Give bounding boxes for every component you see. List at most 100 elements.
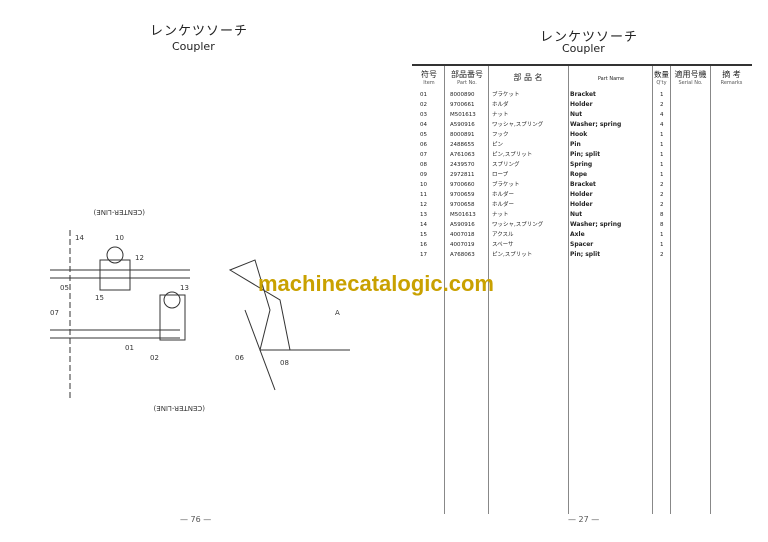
cell-part-no: A761063 (450, 152, 475, 158)
cell-part-no: 9700659 (450, 192, 475, 198)
cell-name-jp: ピン,スプリット (492, 252, 533, 258)
page-number: — 76 — (180, 515, 212, 524)
center-line-label: (CENTER-LINE) (153, 404, 205, 412)
header-part-name: Part Name (597, 76, 625, 82)
cell-part-no: 4007019 (450, 242, 475, 248)
cell-name: Holder (570, 191, 593, 198)
cell-part-no: M501613 (450, 112, 476, 118)
callout: 10 (115, 234, 124, 242)
callout: 08 (280, 359, 289, 367)
cell-qty: 1 (660, 132, 664, 138)
cell-name-jp: ナット (492, 112, 509, 118)
cell-part-no: M501613 (450, 212, 476, 218)
cell-item: 15 (420, 232, 427, 238)
cell-qty: 1 (660, 232, 664, 238)
callout: 15 (95, 294, 104, 302)
cell-part-no: A590916 (450, 122, 475, 128)
cell-name-jp: ブラケット (492, 92, 520, 98)
cell-part-no: 2972811 (450, 172, 475, 178)
cell-part-no: 8000890 (450, 92, 475, 98)
cell-name: Pin (570, 141, 581, 148)
cell-item: 17 (420, 252, 427, 258)
cell-item: 13 (420, 212, 427, 218)
cell-name: Spacer (570, 241, 594, 248)
view-label: A (335, 309, 340, 317)
cell-item: 03 (420, 112, 427, 118)
cell-item: 01 (420, 92, 427, 98)
cell-part-no: 4007018 (450, 232, 475, 238)
cell-name-jp: ナット (492, 212, 509, 218)
cell-name: Pin; split (570, 251, 601, 258)
cell-name-jp: ピン,スプリット (492, 152, 533, 158)
center-line-label: (CENTER-LINE) (93, 208, 145, 216)
cell-name-jp: フック (492, 132, 509, 138)
cell-name: Rope (570, 171, 588, 178)
cell-part-no: 9700658 (450, 202, 475, 208)
cell-qty: 4 (660, 112, 664, 118)
table-row: 14 A590916 ワッシャ,スプリング Washer; spring 8 (412, 220, 752, 230)
cell-part-no: 2488655 (450, 142, 475, 148)
page-number: — 27 — (568, 515, 600, 524)
coupler-diagram: 14 10 12 15 01 13 02 05 07 06 08 A (CENT… (50, 208, 350, 412)
header-name-jp: 部 品 名 (513, 73, 543, 82)
cell-name-jp: スプリング (492, 162, 520, 168)
callout: 12 (135, 254, 144, 262)
cell-qty: 4 (660, 122, 664, 128)
cell-part-no: 9700660 (450, 182, 475, 188)
cell-item: 05 (420, 132, 427, 138)
cell-name-jp: ワッシャ,スプリング (492, 222, 544, 228)
callout: 13 (180, 284, 189, 292)
cell-name: Holder (570, 101, 593, 108)
cell-qty: 1 (660, 242, 664, 248)
cell-name: Washer; spring (570, 221, 622, 228)
cell-qty: 2 (660, 192, 664, 198)
cell-name-jp: ホルダー (492, 202, 515, 208)
cell-qty: 1 (660, 92, 664, 98)
cell-part-no: A768063 (450, 252, 475, 258)
cell-part-no: 2439570 (450, 162, 475, 168)
cell-name-jp: ワッシャ,スプリング (492, 122, 544, 128)
cell-qty: 2 (660, 182, 664, 188)
cell-item: 14 (420, 222, 427, 228)
cell-qty: 1 (660, 172, 664, 178)
cell-part-no: A590916 (450, 222, 475, 228)
cell-item: 16 (420, 242, 427, 248)
callout: 02 (150, 354, 159, 362)
cell-name-jp: ロープ (492, 172, 509, 178)
cell-name: Pin; split (570, 151, 601, 158)
cell-name: Bracket (570, 91, 596, 98)
cell-name: Washer; spring (570, 121, 622, 128)
cell-part-no: 8000891 (450, 132, 475, 138)
cell-name: Spring (570, 161, 593, 168)
cell-name-jp: アクスル (492, 232, 514, 238)
watermark: machinecatalogic.com (258, 271, 494, 296)
cell-item: 08 (420, 162, 427, 168)
cell-part-no: 9700661 (450, 102, 475, 108)
cell-item: 06 (420, 142, 427, 148)
cell-qty: 2 (660, 102, 664, 108)
cell-item: 11 (420, 192, 427, 198)
table-row: 01 8000890 ブラケット Bracket 1 (412, 90, 752, 100)
cell-name: Nut (570, 111, 583, 118)
cell-item: 02 (420, 102, 427, 108)
table-row: 03 M501613 ナット Nut 4 (412, 110, 752, 120)
page-title-jp: レンケツソーチ (150, 24, 249, 39)
cell-qty: 8 (660, 222, 664, 228)
cell-name-jp: ピン (492, 142, 504, 148)
cell-qty: 8 (660, 212, 664, 218)
